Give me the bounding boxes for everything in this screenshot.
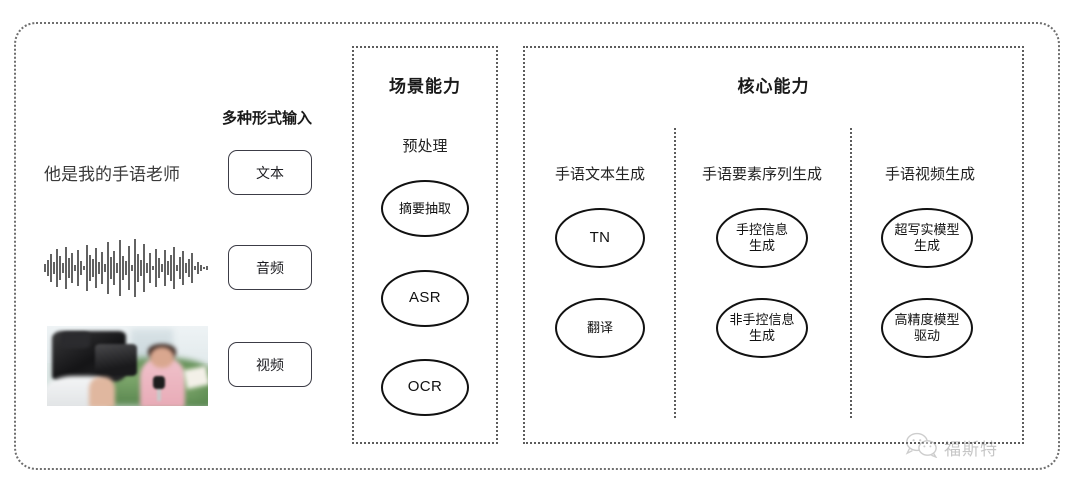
sample-text: 他是我的手语老师 xyxy=(44,165,180,184)
core-node-high-precision-model[interactable]: 高精度模型 驱动 xyxy=(881,298,973,358)
scene-node-ocr[interactable]: OCR xyxy=(381,359,469,416)
scene-capability-panel: 场景能力 预处理 摘要抽取 ASR OCR xyxy=(352,46,498,444)
core-node-hyperreal-model[interactable]: 超写实模型 生成 xyxy=(881,208,973,268)
input-chip-text[interactable]: 文本 xyxy=(228,150,312,195)
core-column-3-header: 手语视频生成 xyxy=(884,166,975,183)
core-column-2-header: 手语要素序列生成 xyxy=(701,166,822,183)
input-chip-audio[interactable]: 音频 xyxy=(228,245,312,290)
input-section-heading: 多种形式输入 xyxy=(222,110,313,127)
scene-group-label: 预处理 xyxy=(402,138,448,155)
core-node-translate[interactable]: 翻译 xyxy=(555,298,645,358)
wechat-icon xyxy=(905,432,939,463)
watermark: 福斯特 xyxy=(905,432,998,463)
core-capability-panel: 核心能力 手语文本生成 TN 翻译 手语要素序列生成 手控信息 生成 非手控信息… xyxy=(523,46,1024,444)
video-thumbnail-icon xyxy=(47,326,208,406)
audio-waveform-icon xyxy=(40,237,212,299)
core-column-divider-2 xyxy=(850,128,852,418)
scene-node-asr[interactable]: ASR xyxy=(381,270,469,327)
core-node-manual-signal[interactable]: 手控信息 生成 xyxy=(716,208,808,268)
input-chip-video[interactable]: 视频 xyxy=(228,342,312,387)
scene-node-summary[interactable]: 摘要抽取 xyxy=(381,180,469,237)
core-node-non-manual-signal[interactable]: 非手控信息 生成 xyxy=(716,298,808,358)
core-column-1-header: 手语文本生成 xyxy=(554,166,645,183)
scene-panel-title: 场景能力 xyxy=(389,77,461,96)
core-column-divider-1 xyxy=(674,128,676,418)
outer-dotted-frame xyxy=(14,22,1060,470)
input-chip-audio-label: 音频 xyxy=(256,259,284,276)
watermark-label: 福斯特 xyxy=(944,440,998,459)
core-panel-title: 核心能力 xyxy=(737,77,810,96)
input-chip-text-label: 文本 xyxy=(256,164,284,181)
input-chip-video-label: 视频 xyxy=(256,356,284,373)
core-node-tn[interactable]: TN xyxy=(555,208,645,268)
